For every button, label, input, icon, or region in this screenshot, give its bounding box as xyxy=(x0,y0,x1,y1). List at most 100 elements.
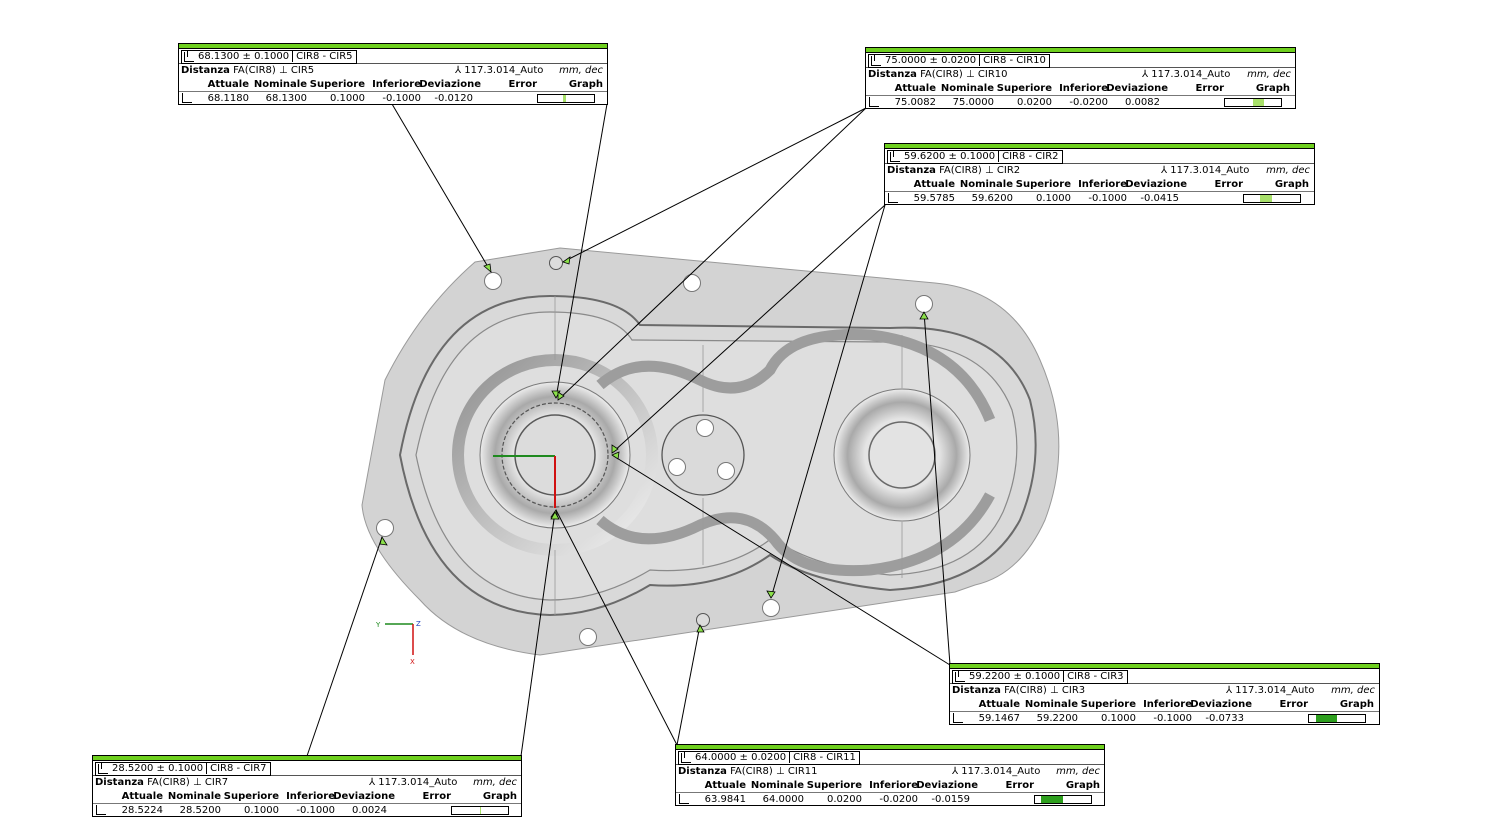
column-headers: Attuale Nominale Superiore Inferiore Dev… xyxy=(885,178,1314,191)
value-deviation: 0.0024 xyxy=(352,805,387,816)
deviation-graph xyxy=(451,806,509,815)
datum-feature: FA(CIR8) xyxy=(730,766,773,777)
measurement-row[interactable]: 59.1467 59.2200 0.1000 -0.1000 -0.0733 xyxy=(950,711,1379,724)
column-headers: Attuale Nominale Superiore Inferiore Dev… xyxy=(676,779,1104,792)
deviation-graph-fill xyxy=(1040,796,1063,803)
dimension-type: Distanza xyxy=(95,777,144,788)
alignment-icon: ⅄ xyxy=(455,65,462,76)
measurement-row[interactable]: 63.9841 64.0000 0.0200 -0.0200 -0.0159 xyxy=(676,792,1104,805)
measurement-row[interactable]: 28.5224 28.5200 0.1000 -0.1000 0.0024 xyxy=(93,803,521,816)
value-nominal: 59.2200 xyxy=(1036,713,1078,724)
value-actual: 59.5785 xyxy=(913,193,955,204)
deviation-graph xyxy=(1308,714,1366,723)
datum-feature: FA(CIR8) xyxy=(233,65,276,76)
header-upper: Superiore xyxy=(1015,179,1071,190)
target-feature: CIR5 xyxy=(290,65,315,76)
measurement-row[interactable]: 75.0082 75.0000 0.0200 -0.0200 0.0082 xyxy=(866,95,1295,108)
tolerance-text: 59.2200 ± 0.1000 xyxy=(969,671,1061,682)
hole-cir11[interactable] xyxy=(696,613,710,627)
deviation-graph-fill xyxy=(480,807,481,814)
row-distance-icon xyxy=(182,93,192,103)
distance-icon xyxy=(890,151,900,162)
triad-x-label: X xyxy=(410,658,415,666)
callout-header-bar xyxy=(93,756,521,761)
deviation-graph xyxy=(1224,98,1282,107)
value-upper: 0.1000 xyxy=(330,93,365,104)
target-feature: CIR3 xyxy=(1061,685,1086,696)
triad-y-label: Y xyxy=(375,621,381,629)
header-actual: Attuale xyxy=(913,179,955,190)
header-nominal: Nominale xyxy=(167,791,221,802)
feature-icon: ⊥ xyxy=(279,65,288,76)
hole-pocket-1 xyxy=(696,419,714,437)
dimension-type: Distanza xyxy=(868,69,917,80)
units: mm, dec xyxy=(559,65,603,76)
tolerance-text: 28.5200 ± 0.1000 xyxy=(112,763,204,774)
header-nominal: Nominale xyxy=(1024,699,1078,710)
value-lower: -0.0200 xyxy=(879,794,918,805)
units: mm, dec xyxy=(1331,685,1375,696)
header-actual: Attuale xyxy=(978,699,1020,710)
header-error: Error xyxy=(422,791,452,802)
value-upper: 0.0200 xyxy=(1017,97,1052,108)
measurement-row[interactable]: 59.5785 59.6200 0.1000 -0.1000 -0.0415 xyxy=(885,191,1314,204)
value-lower: -0.1000 xyxy=(1153,713,1192,724)
header-upper: Superiore xyxy=(223,791,279,802)
alignment-name: 117.3.014_Auto xyxy=(464,65,544,76)
header-actual: Attuale xyxy=(207,79,249,90)
view-triad: Y Z X xyxy=(375,620,421,666)
feature-pair: CIR8 - CIR2 xyxy=(998,151,1059,162)
hole-cir10[interactable] xyxy=(549,256,563,270)
hole-cir2[interactable] xyxy=(762,599,780,617)
value-actual: 59.1467 xyxy=(978,713,1020,724)
hole-cir5[interactable] xyxy=(484,272,502,290)
value-deviation: -0.0415 xyxy=(1140,193,1179,204)
header-error: Error xyxy=(508,79,538,90)
distance-icon xyxy=(681,752,691,763)
value-nominal: 28.5200 xyxy=(179,805,221,816)
deviation-graph xyxy=(537,94,595,103)
distance-icon xyxy=(955,671,965,682)
measurement-row[interactable]: 68.1180 68.1300 0.1000 -0.1000 -0.0120 xyxy=(179,91,607,104)
deviation-graph xyxy=(1243,194,1301,203)
header-graph: Graph xyxy=(1274,179,1309,190)
tolerance-text: 64.0000 ± 0.0200 xyxy=(695,752,787,763)
datum-feature: FA(CIR8) xyxy=(147,777,190,788)
value-nominal: 68.1300 xyxy=(265,93,307,104)
header-nominal: Nominale xyxy=(750,780,804,791)
hole-cir7[interactable] xyxy=(376,519,394,537)
value-lower: -0.1000 xyxy=(382,93,421,104)
value-deviation: 0.0082 xyxy=(1125,97,1160,108)
tolerance-text: 68.1300 ± 0.1000 xyxy=(198,51,290,62)
header-lower: Inferiore xyxy=(1143,699,1192,710)
alignment-name: 117.3.014_Auto xyxy=(961,766,1041,777)
dimension-type: Distanza xyxy=(887,165,936,176)
hole-cir3[interactable] xyxy=(915,295,933,313)
column-headers: Attuale Nominale Superiore Inferiore Dev… xyxy=(866,82,1295,95)
header-graph: Graph xyxy=(1339,699,1374,710)
feature-icon: ⊥ xyxy=(193,777,202,788)
units: mm, dec xyxy=(473,777,517,788)
value-nominal: 59.6200 xyxy=(971,193,1013,204)
triad-z-label: Z xyxy=(416,620,421,628)
hole-top-mid xyxy=(683,274,701,292)
tolerance-text: 59.6200 ± 0.1000 xyxy=(904,151,996,162)
header-deviation: Deviazione xyxy=(1106,83,1168,94)
alignment-name: 117.3.014_Auto xyxy=(378,777,458,788)
callout-header-bar xyxy=(179,44,607,49)
header-error: Error xyxy=(1005,780,1035,791)
header-actual: Attuale xyxy=(704,780,746,791)
part-groove-top xyxy=(596,328,996,423)
row-distance-icon xyxy=(679,794,689,804)
target-feature: CIR10 xyxy=(977,69,1008,80)
